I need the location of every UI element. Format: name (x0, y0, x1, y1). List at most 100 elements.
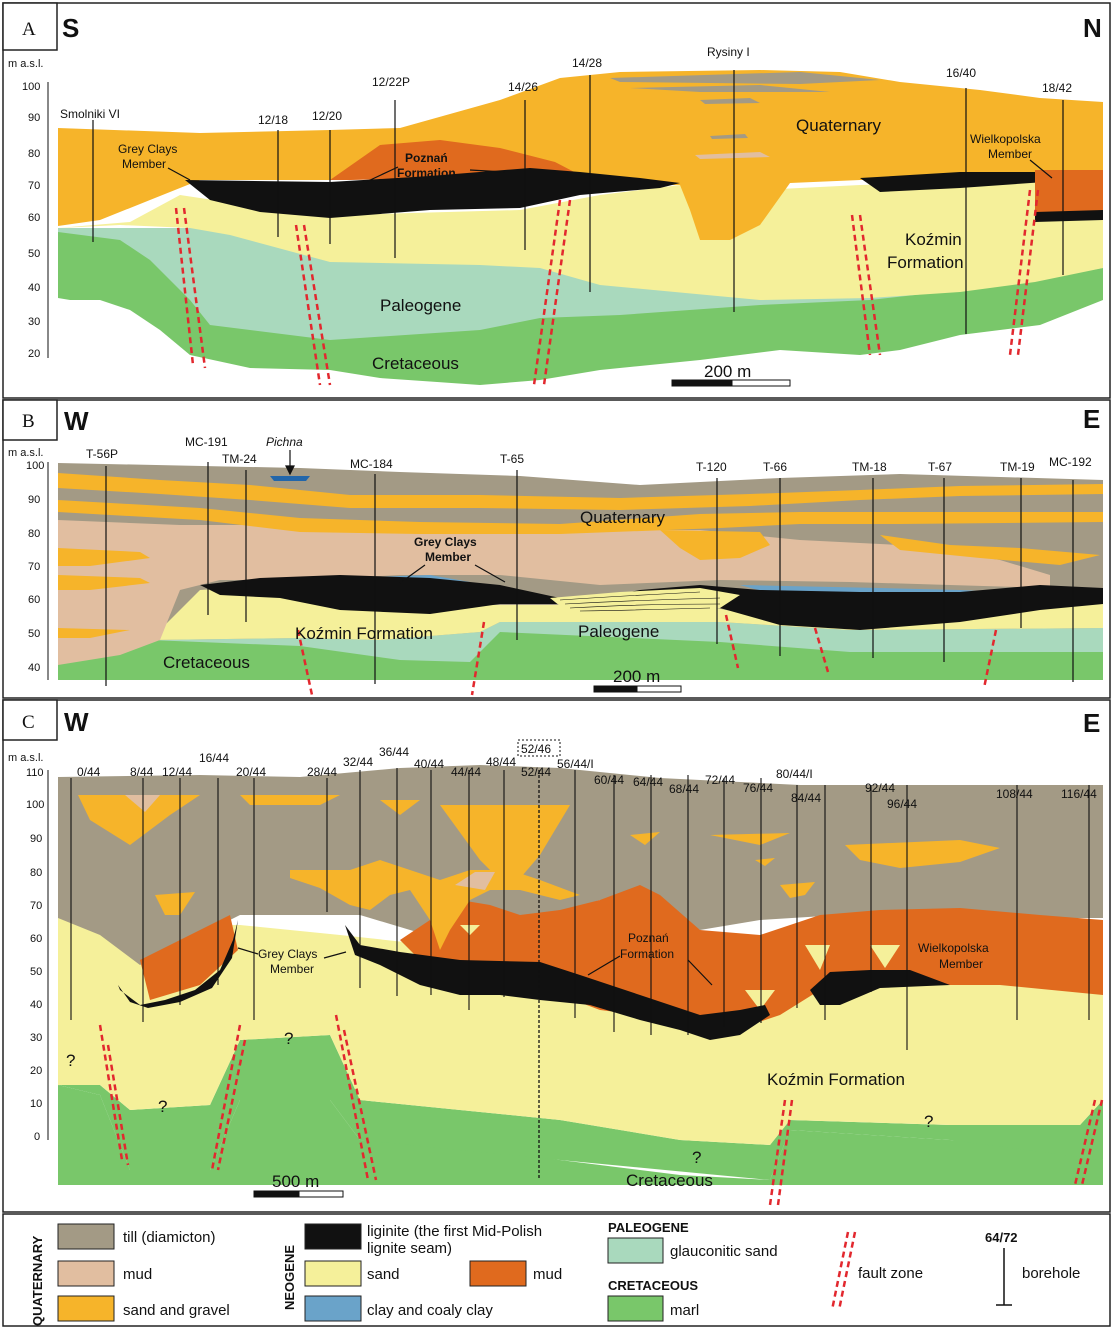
a-borehole-label: 12/22P (372, 75, 410, 89)
c-gravel-5 (440, 805, 570, 890)
b-gravel-5 (58, 575, 150, 590)
b-unit-label: m a.s.l. (8, 447, 43, 459)
c-unit-label: m a.s.l. (8, 752, 43, 764)
c-tick: 10 (30, 1098, 42, 1110)
c-scale-bar: 500 m (253, 1172, 344, 1198)
legend-borehole-symbol (996, 1248, 1012, 1306)
legend: QUATERNARY NEOGENE till (diamicton) mud … (2, 1213, 1111, 1327)
c-question-mark: ? (66, 1051, 75, 1070)
c-borehole-label: 8/44 (130, 765, 154, 779)
a-lignite-seam-2 (860, 172, 1045, 192)
b-sand-lens (550, 588, 740, 612)
c-gravel-11 (845, 840, 1000, 868)
b-tick: 90 (28, 494, 40, 506)
b-pichna-label: Pichna (266, 435, 303, 449)
c-gravel-3 (240, 795, 340, 805)
c-dir-right: E (1083, 708, 1100, 738)
c-borehole-label: 56/44/I (557, 757, 594, 771)
c-cretaceous-top (58, 1035, 1103, 1180)
c-tick: 20 (30, 1065, 42, 1077)
a-poznan-label: Formation (397, 166, 456, 180)
c-mud-lens-2 (455, 872, 495, 890)
b-tick: 60 (28, 594, 40, 606)
legend-neogene-group: NEOGENE (282, 1245, 297, 1310)
a-tick: 40 (28, 282, 40, 294)
a-borehole-label: 14/28 (572, 56, 602, 70)
c-sand-lens-3 (805, 945, 830, 970)
a-poznan-label: Poznań (405, 151, 448, 165)
c-poznan-arrows (587, 955, 713, 986)
b-kozmin-label: Koźmin Formation (295, 624, 433, 643)
b-scale-bar: 200 m (593, 667, 682, 693)
a-lignite-seam (185, 168, 680, 218)
a-sand-layer (58, 178, 1103, 300)
c-borehole-label: 80/44/I (776, 767, 813, 781)
a-borehole-labels: Smolniki VI 12/18 12/20 12/22P 14/26 14/… (60, 45, 1072, 127)
panel-b: B W E m a.s.l. 100 90 80 70 60 50 40 T-5… (2, 399, 1111, 699)
b-tick: 50 (28, 628, 40, 640)
b-letter: B (22, 411, 35, 432)
c-gravel-1 (78, 795, 200, 845)
c-scale-label: 500 m (272, 1172, 319, 1191)
c-borehole-label: 116/44 (1061, 787, 1097, 801)
c-tick: 0 (34, 1131, 40, 1143)
a-borehole-label: 12/18 (258, 113, 288, 127)
c-sand-lens-1 (460, 925, 480, 935)
b-cretaceous-label: Cretaceous (163, 653, 250, 672)
c-wielkopolska-label: Wielkopolska (918, 941, 989, 955)
panel-a: A S N m a.s.l. 100 90 80 70 60 50 40 30 … (2, 2, 1111, 399)
a-borehole-label: 16/40 (946, 66, 976, 80)
a-borehole-label: 14/26 (508, 80, 538, 94)
a-grey-clays-label: Member (122, 157, 166, 171)
c-borehole-label: 72/44 (705, 773, 735, 787)
c-letter-box (2, 699, 58, 741)
c-tick: 50 (30, 966, 42, 978)
legend-glauconitic: glauconitic sand (670, 1243, 778, 1260)
b-tick: 80 (28, 528, 40, 540)
c-tick: 80 (30, 867, 42, 879)
b-tick: 40 (28, 662, 40, 674)
c-borehole-label: 64/44 (633, 775, 663, 789)
legend-clay: clay and coaly clay (367, 1302, 493, 1319)
c-poznan-label: Formation (620, 947, 674, 961)
b-borehole-label: T-67 (928, 460, 952, 474)
b-fault-zones (296, 614, 998, 696)
panel-c-geology (58, 765, 1104, 1206)
a-borehole-label: 12/20 (312, 109, 342, 123)
c-borehole-label: 32/44 (343, 755, 373, 769)
a-till-lens-3 (700, 98, 760, 104)
legend-fault-symbol (830, 1231, 857, 1311)
b-gravel-2 (58, 500, 1103, 534)
legend-swatch-marl (607, 1295, 664, 1322)
c-borehole-label: 84/44 (791, 791, 821, 805)
a-tick: 90 (28, 112, 40, 124)
c-borehole-label: 92/44 (865, 781, 895, 795)
a-dir-right: N (1083, 13, 1102, 43)
a-tick: 70 (28, 180, 40, 192)
b-gravel-4 (58, 548, 150, 566)
b-borehole-labels: T-56P MC-191 TM-24 MC-184 T-65 T-120 T-6… (86, 435, 1092, 474)
b-scale-label: 200 m (613, 667, 660, 686)
c-gravel-6 (290, 860, 580, 950)
a-tick: 50 (28, 248, 40, 260)
b-borehole-label: TM-18 (852, 460, 887, 474)
a-wielkopolska-label: Wielkopolska (970, 132, 1041, 146)
c-tick: 100 (26, 799, 44, 811)
c-borehole-labels: 0/44 8/44 12/44 16/44 20/44 28/44 32/44 … (77, 739, 1097, 811)
legend-sand: sand (367, 1266, 400, 1283)
a-tick: 80 (28, 148, 40, 160)
b-borehole-label: TM-19 (1000, 460, 1035, 474)
a-till-lens-4 (695, 152, 770, 159)
b-pichna-arrow (285, 450, 295, 476)
c-y-axis: 110 100 90 80 70 60 50 40 30 20 10 0 (26, 767, 49, 1143)
b-gravel-6 (58, 628, 130, 638)
legend-mud-n: mud (533, 1266, 562, 1283)
b-gravel-1 (58, 473, 1103, 510)
a-tick: 20 (28, 348, 40, 360)
legend-swatch-glauconitic (607, 1237, 664, 1264)
c-borehole-label: 12/44 (162, 765, 192, 779)
a-scale-bar: 200 m (671, 362, 791, 387)
c-question-mark: ? (158, 1097, 167, 1116)
b-paleogene-label: Paleogene (578, 622, 659, 641)
c-question-mark: ? (692, 1148, 701, 1167)
